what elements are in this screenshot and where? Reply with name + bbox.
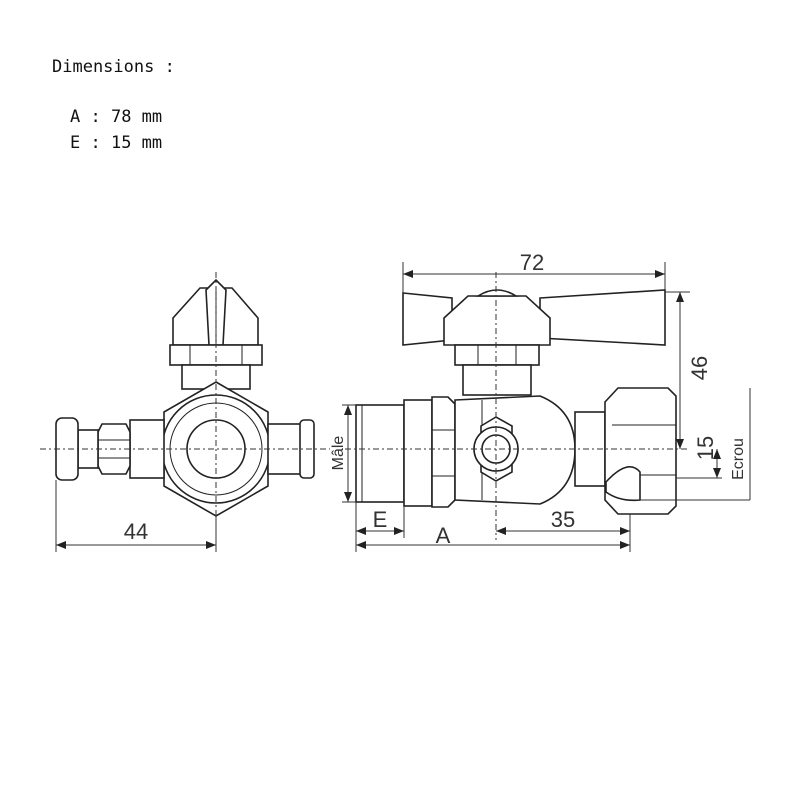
male-label: Mâle: [330, 436, 347, 471]
dim-a-label: A: [436, 523, 451, 548]
dim-35-label: 35: [551, 507, 575, 532]
dim-15-label: 15: [693, 436, 718, 460]
front-view-lever-handle: [402, 289, 666, 366]
ecrou-label: Ecrou: [730, 438, 747, 480]
dimension-e-value: 15 mm: [110, 133, 163, 153]
dim-e-label: E: [373, 507, 388, 532]
dim-44-label: 44: [124, 519, 148, 544]
dimensions-heading: Dimensions :: [52, 57, 175, 77]
male-thread: [355, 404, 405, 503]
dim-46-label: 46: [687, 356, 712, 380]
dimension-e-line: E : 15 mm: [70, 133, 163, 153]
dimension-e-label: E: [70, 133, 81, 153]
front-view: 72 46 15 Ecrou Mâle E: [330, 250, 751, 552]
side-view: 44: [40, 272, 330, 552]
dimension-a-line: A : 78 mm: [70, 107, 163, 127]
dimension-a-value: 78 mm: [110, 107, 163, 127]
dimension-a-label: A: [70, 107, 81, 127]
dim-72-label: 72: [520, 250, 544, 275]
